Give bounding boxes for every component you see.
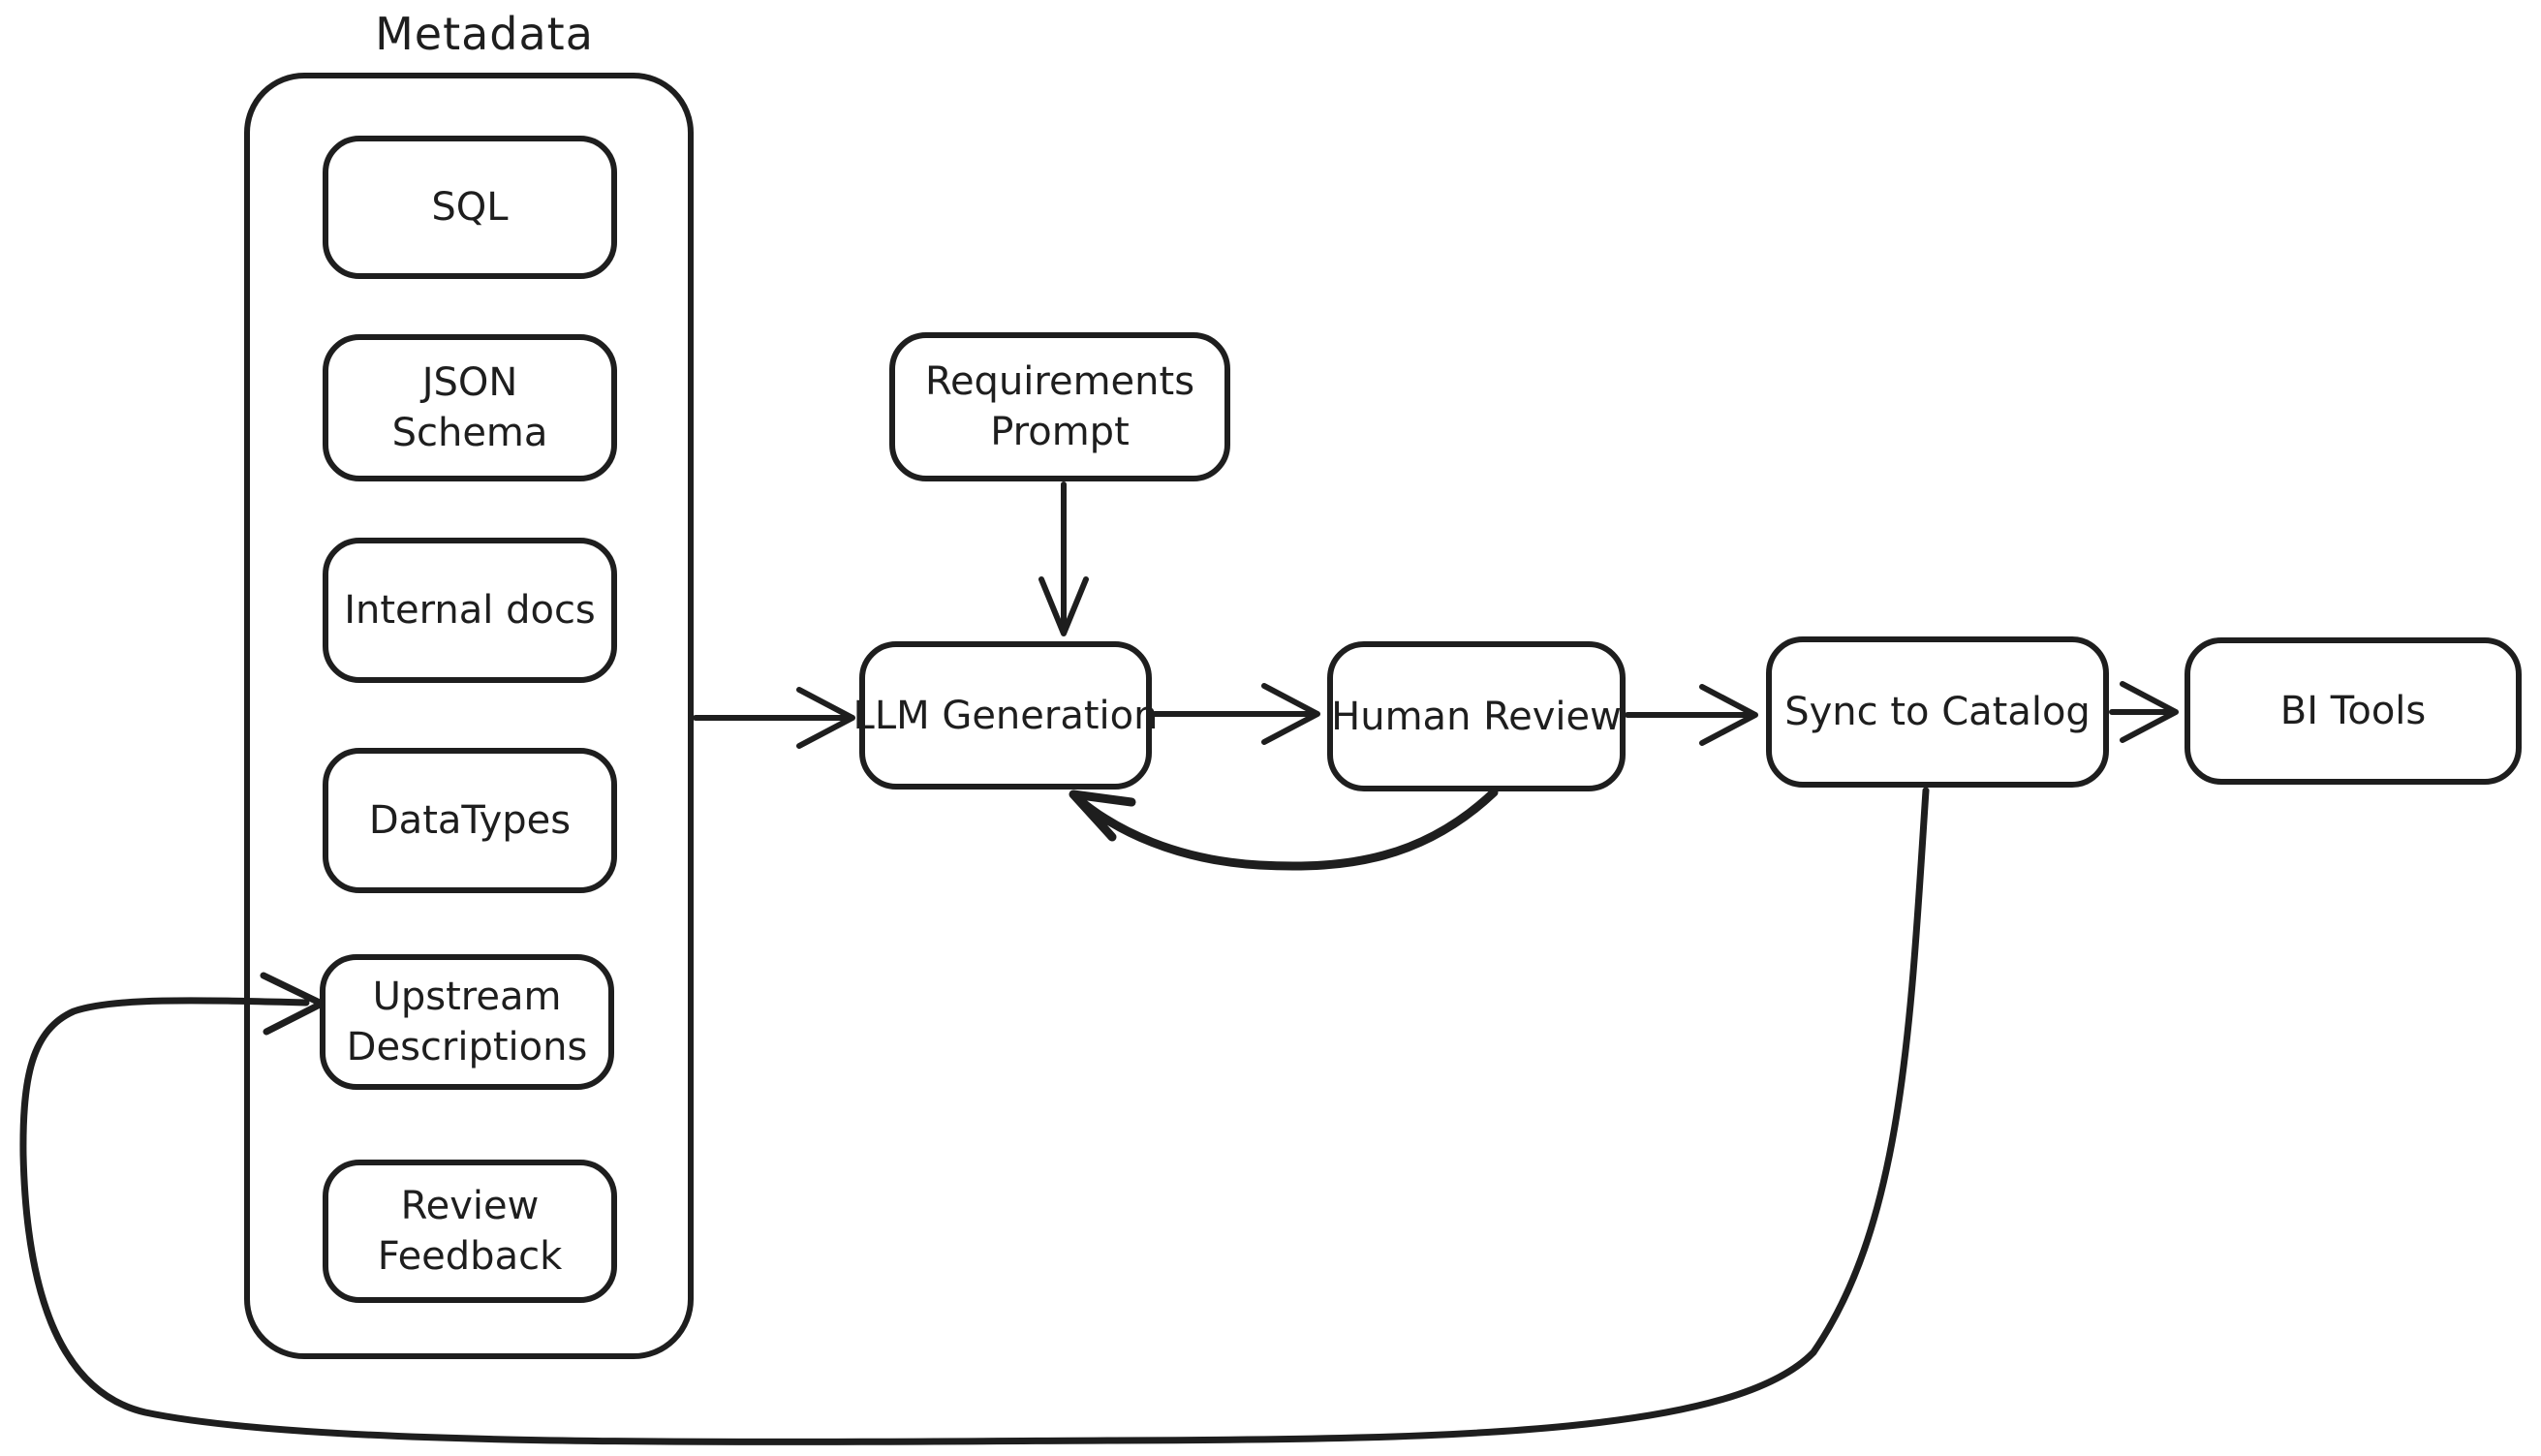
edge-sync-to-catalog-to-bi-tools <box>2109 681 2179 743</box>
node-json-schema: JSON Schema <box>323 334 617 481</box>
node-sync-to-catalog: Sync to Catalog <box>1766 636 2109 788</box>
edge-llm-generation-to-human-review <box>1152 683 1320 745</box>
node-llm-generation: LLM Generation <box>853 641 1158 790</box>
edge-metadata-to-llm-generation <box>693 687 855 749</box>
node-review-feedback: Review Feedback <box>323 1160 617 1303</box>
node-upstream-descriptions: Upstream Descriptions <box>320 954 614 1090</box>
node-requirements-prompt: Requirements Prompt <box>889 332 1230 481</box>
node-human-review: Human Review <box>1327 641 1626 791</box>
metadata-group-title: Metadata <box>375 8 594 60</box>
node-bi-tools: BI Tools <box>2185 637 2522 785</box>
edge-human-review-to-sync-to-catalog <box>1625 684 1758 746</box>
node-datatypes: DataTypes <box>323 748 617 893</box>
edge-human-review-feedback-to-llm-generation <box>1069 788 1499 871</box>
node-internal-docs: Internal docs <box>323 538 617 683</box>
edge-requirements-prompt-to-llm-generation <box>1038 481 1089 636</box>
node-sql: SQL <box>323 136 617 279</box>
